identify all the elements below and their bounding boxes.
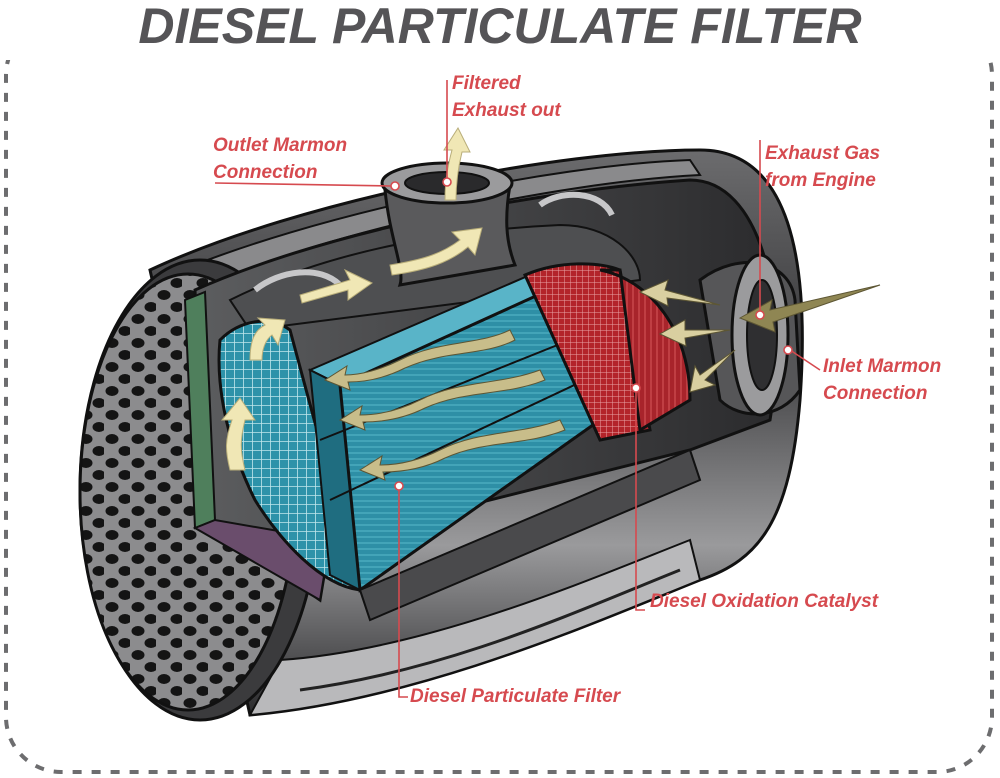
label-particulate-filter: Diesel Particulate Filter: [410, 686, 621, 707]
label-filtered-exhaust: Filtered Exhaust out: [452, 70, 561, 124]
leader-particulate-filter: [398, 488, 408, 698]
label-inlet-marmon-line2: Connection: [823, 383, 928, 404]
leader-outlet-marmon: [214, 182, 393, 187]
label-outlet-marmon: Outlet Marmon Connection: [213, 132, 347, 186]
label-outlet-marmon-line2: Connection: [213, 162, 318, 183]
leader-lines: [214, 80, 821, 698]
label-oxidation-catalyst: Diesel Oxidation Catalyst: [650, 591, 879, 612]
leader-inlet-marmon: [789, 349, 821, 371]
lower-tray: [358, 448, 702, 622]
exhaust-flow-arrows: [323, 279, 881, 481]
label-exhaust-gas: Exhaust Gas from Engine: [765, 140, 880, 194]
label-filtered-exhaust-line2: Exhaust out: [452, 100, 561, 121]
label-inlet-marmon: Inlet Marmon Connection: [823, 353, 941, 407]
label-inlet-marmon-line1: Inlet Marmon: [823, 356, 942, 377]
page-title: DIESEL PARTICULATE FILTER: [0, 0, 1000, 60]
leader-oxidation-catalyst: [635, 390, 645, 611]
label-exhaust-gas-line2: from Engine: [765, 170, 876, 191]
label-exhaust-gas-line1: Exhaust Gas: [765, 143, 881, 164]
label-filtered-exhaust-line1: Filtered: [452, 73, 521, 94]
inlet-pipe: [698, 253, 802, 417]
label-outlet-marmon-line1: Outlet Marmon: [213, 135, 348, 156]
